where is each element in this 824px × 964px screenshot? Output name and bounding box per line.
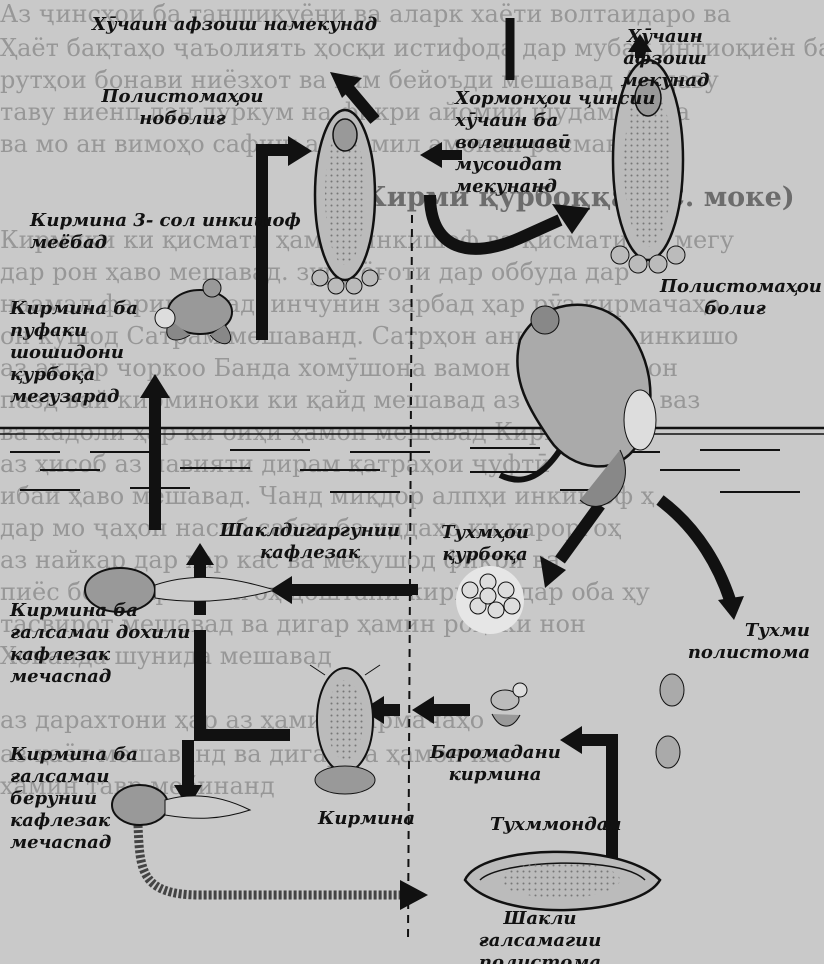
- label-worm-dev3: Кирмина 3- сол инкишоф меёбад: [30, 210, 301, 254]
- label-polystoma-egg: Тухми полистома: [660, 620, 810, 664]
- polystoma-egg-icon: [656, 674, 684, 768]
- label-frog-eggs: Тухмҳои қурбоқа: [430, 522, 540, 566]
- label-tadpole-shape: Шаклдигаргунии кафлезак: [215, 520, 405, 564]
- label-exit-frog: Кирмина ба пуфаки шошидони қурбоқа мегуз…: [10, 298, 138, 408]
- adult-frog-icon: [500, 305, 656, 507]
- polystoma-immature-icon: [312, 110, 378, 294]
- label-host-blood: Хӯчаин афзоиш мекунад: [590, 26, 740, 92]
- label-larva: Кирмина: [318, 808, 415, 830]
- label-hormones: Хормонҳои ҷинсии хӯчаин ба волғишавӣ мус…: [455, 88, 655, 198]
- arrow-curve-mature: [430, 195, 590, 249]
- label-outer-gill: Кирмина ба ғалсамаи берунии кафлезак меч…: [10, 744, 138, 854]
- arrow-frog-to-poly-egg: [660, 500, 744, 620]
- arrow-hatched-left: [412, 696, 470, 724]
- larva-icon: [310, 665, 380, 794]
- label-inner-gill: Кирмина ба ғалсамаи дохили кафлезак меча…: [10, 600, 190, 688]
- arrow-to-gill-form: [138, 825, 428, 910]
- water-surface: [0, 428, 824, 492]
- arrow-worm-bracket: [200, 630, 290, 735]
- arrow-frog-to-eggs: [540, 505, 600, 588]
- label-hatching: Тухммондан: [490, 814, 622, 836]
- arrow-eggs-left: [270, 576, 412, 604]
- label-gill-form: Шакли ғалсамагии полистома: [440, 908, 640, 964]
- hatched-larva-icon: [491, 683, 527, 726]
- small-frog-icon: [155, 279, 232, 344]
- divider-line: [408, 215, 412, 940]
- label-hatched: Баромадани кирмина: [430, 742, 560, 786]
- label-mature: Полистомаҳои болиғ: [660, 276, 810, 320]
- label-host-no-blood: Хӯчаин афзоиш намекунад: [92, 14, 377, 36]
- label-immature: Полистомаҳои ноболиғ: [95, 86, 270, 130]
- gill-form-polystoma-icon: [465, 852, 660, 910]
- frog-eggs-icon: [456, 566, 524, 634]
